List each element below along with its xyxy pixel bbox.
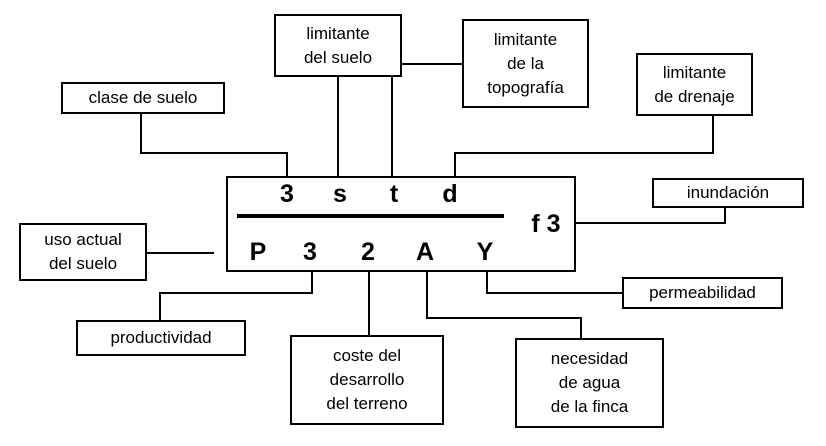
label-productividad: productividad (76, 320, 246, 356)
code-bottom-permeabilidad: Y (476, 238, 494, 266)
connector-necesidad (426, 272, 582, 340)
code-side-inundacion: f 3 (531, 210, 561, 238)
label-coste-del-desarrollo: coste del desarrollo del terreno (290, 335, 444, 425)
label-permeabilidad: permeabilidad (622, 277, 783, 309)
label-limitante-de-drenaje: limitante de drenaje (636, 53, 753, 116)
classification-code-box (226, 176, 576, 272)
connector-limitante-drenaje (454, 114, 714, 176)
code-bottom-productividad: 3 (303, 238, 317, 266)
connector-clase-suelo (140, 112, 288, 176)
code-top-suelo: s (333, 180, 347, 208)
fraction-bar (237, 214, 504, 218)
label-necesidad-de-agua: necesidad de agua de la finca (515, 338, 664, 428)
code-top-drenaje: d (442, 180, 458, 208)
connector-inundacion (576, 206, 726, 224)
code-top-topografia: t (389, 180, 399, 208)
label-uso-actual-del-suelo: uso actual del suelo (19, 223, 147, 281)
connector-permeabilidad (486, 272, 623, 294)
code-bottom-uso: P (249, 238, 267, 266)
connector-limitante-topografia (391, 63, 463, 176)
code-bottom-coste: 2 (361, 238, 375, 266)
label-clase-de-suelo: clase de suelo (61, 82, 225, 114)
code-bottom-agua: A (415, 238, 435, 266)
code-top-clase: 3 (280, 180, 294, 208)
label-inundacion: inundación (652, 178, 804, 208)
label-limitante-de-la-topografia: limitante de la topografía (462, 19, 589, 108)
connector-productividad (159, 272, 313, 321)
label-limitante-del-suelo: limitante del suelo (274, 14, 402, 77)
